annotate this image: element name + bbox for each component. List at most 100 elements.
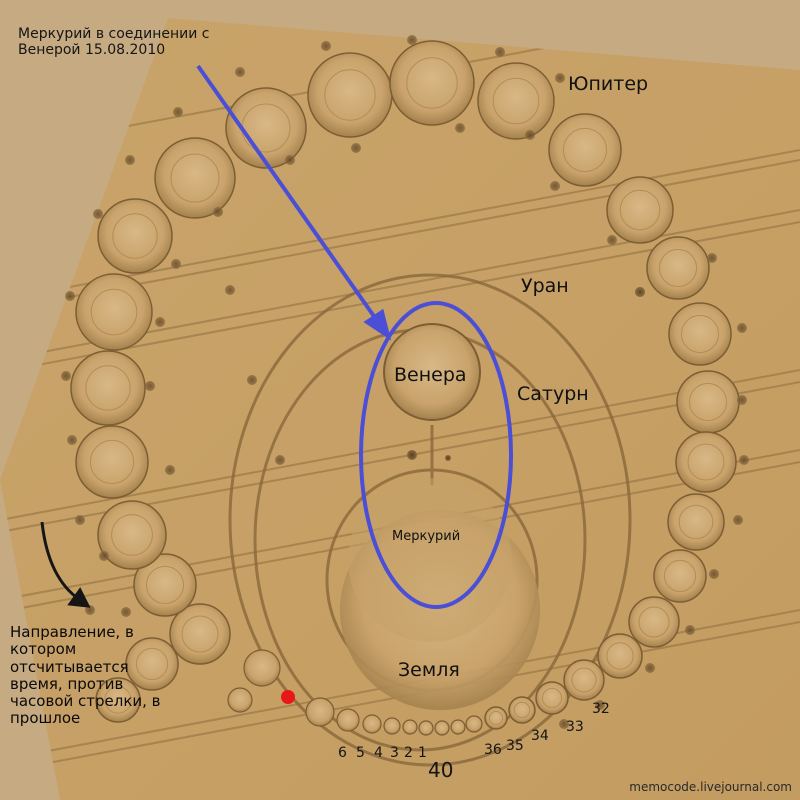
- crop-circle-inner-ring: [135, 647, 169, 681]
- crop-circle: [548, 113, 622, 187]
- crop-circle: [154, 137, 236, 219]
- small-crop-circle: [336, 708, 360, 732]
- crop-circle-inner-ring: [638, 606, 670, 638]
- number-label: 5: [356, 745, 365, 761]
- crop-circle-inner-ring: [571, 667, 597, 693]
- crop-circle-inner-ring: [111, 514, 153, 556]
- satellite-hole: [559, 719, 569, 729]
- crop-circle-inner-ring: [488, 710, 504, 726]
- jupiter-label: Юпитер: [568, 73, 649, 95]
- small-crop-circle: [434, 720, 450, 736]
- crop-circle: [484, 706, 508, 730]
- crop-circle-inner-ring: [324, 69, 376, 121]
- crop-circle: [97, 198, 173, 274]
- satellite-hole: [247, 375, 257, 385]
- satellite-hole: [555, 73, 565, 83]
- satellite-hole: [607, 235, 617, 245]
- satellite-hole: [67, 435, 77, 445]
- crop-circle: [75, 273, 153, 351]
- number-label: 34: [531, 728, 549, 744]
- satellite-hole: [171, 259, 181, 269]
- satellite-hole: [61, 371, 71, 381]
- black-arrow: [40, 521, 91, 608]
- satellite-hole: [351, 143, 361, 153]
- satellite-hole: [635, 287, 645, 297]
- satellite-hole: [125, 155, 135, 165]
- crop-circle: [675, 431, 737, 493]
- satellite-hole: [455, 123, 465, 133]
- crop-circle: [563, 659, 605, 701]
- crop-circle-inner-ring: [688, 382, 728, 422]
- crop-circle: [535, 681, 569, 715]
- satellite-hole: [275, 455, 285, 465]
- number-label: 36: [484, 742, 502, 758]
- earth-label: Земля: [398, 659, 460, 681]
- crop-circle: [606, 176, 674, 244]
- crop-circle-inner-ring: [619, 189, 661, 231]
- number-label: 2: [404, 745, 413, 761]
- satellite-hole: [645, 663, 655, 673]
- crop-circle-inner-ring: [145, 565, 185, 605]
- crop-circle-inner-ring: [658, 248, 698, 288]
- crop-circles-ring: [61, 35, 749, 736]
- crop-circle: [628, 596, 680, 648]
- satellite-hole: [685, 625, 695, 635]
- small-crop-circle: [465, 715, 483, 733]
- number-label: 4: [374, 745, 383, 761]
- crop-circle: [597, 633, 643, 679]
- number-label: 33: [566, 719, 584, 735]
- satellite-hole: [235, 67, 245, 77]
- crop-circle-inner-ring: [680, 314, 720, 354]
- satellite-hole: [155, 317, 165, 327]
- number-label: 35: [506, 738, 524, 754]
- number-label: 3: [390, 745, 399, 761]
- small-crop-circle: [362, 714, 382, 734]
- satellite-hole: [225, 285, 235, 295]
- center-dots: [407, 450, 451, 461]
- crop-circle: [676, 370, 740, 434]
- watermark: memocode.livejournal.com: [629, 780, 792, 794]
- satellite-hole: [121, 607, 131, 617]
- crop-circle-inner-ring: [513, 701, 531, 719]
- number-label: 32: [592, 701, 610, 717]
- number-label: 1: [418, 745, 427, 761]
- satellite-hole: [737, 395, 747, 405]
- small-crop-circle: [305, 697, 335, 727]
- crop-circle: [508, 696, 536, 724]
- satellite-hole: [321, 41, 331, 51]
- crop-circle-inner-ring: [541, 687, 563, 709]
- satellite-hole: [165, 465, 175, 475]
- satellite-hole: [737, 323, 747, 333]
- satellite-hole: [93, 209, 103, 219]
- saturn-label: Сатурн: [517, 383, 589, 405]
- satellite-hole: [85, 605, 95, 615]
- satellite-hole: [733, 515, 743, 525]
- venus-mercury-highlight: [359, 301, 513, 609]
- crop-circle-inner-ring: [663, 559, 697, 593]
- crop-circle-inner-ring: [104, 686, 132, 714]
- satellite-hole: [707, 253, 717, 263]
- crop-circle: [667, 493, 725, 551]
- crop-circle: [389, 40, 475, 126]
- satellite-hole: [285, 155, 295, 165]
- crop-circle: [97, 500, 167, 570]
- crop-circle-inner-ring: [112, 213, 158, 259]
- satellite-hole: [65, 291, 75, 301]
- uranus-label: Уран: [521, 275, 569, 297]
- crop-circle: [668, 302, 732, 366]
- crop-circle: [225, 87, 307, 169]
- crop-circle-inner-ring: [85, 365, 131, 411]
- crop-circle-inner-ring: [181, 615, 219, 653]
- mercury-conjunction-note: Меркурий в соединении с Венерой 15.08.20…: [18, 26, 210, 59]
- crop-circle-inner-ring: [562, 127, 608, 173]
- satellite-hole: [99, 551, 109, 561]
- satellite-hole: [145, 381, 155, 391]
- number-label: 40: [428, 758, 454, 782]
- crop-circle-inner-ring: [89, 439, 135, 485]
- crop-circle-inner-ring: [90, 288, 138, 336]
- small-crop-circle: [243, 649, 281, 687]
- crop-circle-inner-ring: [606, 642, 634, 670]
- satellite-hole: [213, 207, 223, 217]
- satellite-hole: [495, 47, 505, 57]
